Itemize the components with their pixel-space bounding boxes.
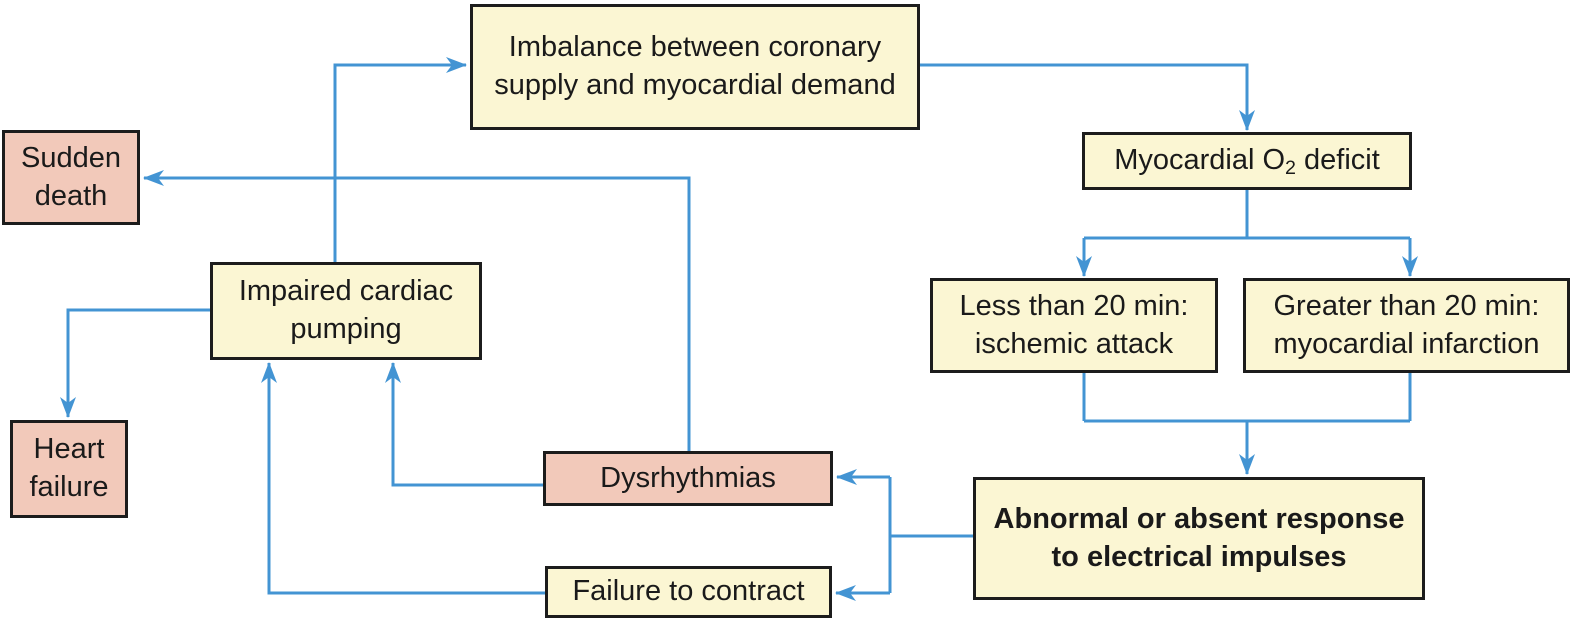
node-greater-than-label: Greater than 20 min: myocardial infarcti… bbox=[1273, 289, 1540, 360]
node-greater-than-20-min: Greater than 20 min: myocardial infarcti… bbox=[1243, 278, 1570, 373]
myocardial-o2-label-subscript: 2 bbox=[1285, 157, 1296, 180]
node-imbalance-label: Imbalance between coronary supply and my… bbox=[494, 31, 896, 101]
node-abnormal-response: Abnormal or absent response to electrica… bbox=[973, 477, 1425, 600]
edge-abnormal-branch-bar bbox=[888, 477, 973, 593]
node-heart-failure-label: Heart failure bbox=[29, 433, 109, 503]
node-failure-to-contract: Failure to contract bbox=[545, 566, 832, 618]
node-heart-failure: Heart failure bbox=[10, 420, 128, 518]
edge-impaired-to-imbalance bbox=[333, 57, 467, 263]
node-abnormal-response-label: Abnormal or absent response to electrica… bbox=[993, 502, 1405, 573]
myocardial-o2-label-suffix: deficit bbox=[1295, 144, 1380, 177]
edge-failure-contract-to-impaired bbox=[261, 362, 545, 595]
edge-impaired-to-heart-failure bbox=[60, 308, 212, 418]
node-sudden-death: Sudden death bbox=[2, 130, 140, 225]
node-sudden-death-label: Sudden death bbox=[21, 141, 121, 212]
node-less-than-label: Less than 20 min: ischemic attack bbox=[959, 289, 1189, 360]
edge-dysrhythmias-to-sudden-death bbox=[143, 170, 691, 451]
edge-dysrhythmias-to-impaired bbox=[385, 362, 543, 487]
edge-imbalance-to-myocardial-o2 bbox=[920, 63, 1255, 131]
node-myocardial-o2-label: Myocardial O2 deficit bbox=[1114, 142, 1380, 180]
node-myocardial-o2-deficit: Myocardial O2 deficit bbox=[1082, 132, 1412, 190]
node-dysrhythmias-label: Dysrhythmias bbox=[600, 461, 776, 494]
node-failure-to-contract-label: Failure to contract bbox=[572, 575, 805, 608]
node-impaired-label: Impaired cardiac pumping bbox=[238, 275, 454, 345]
node-imbalance: Imbalance between coronary supply and my… bbox=[470, 4, 920, 130]
node-dysrhythmias: Dysrhythmias bbox=[543, 451, 833, 506]
node-impaired-cardiac-pumping: Impaired cardiac pumping bbox=[210, 262, 482, 360]
edge-myocardial-o2-split-bar bbox=[1084, 190, 1410, 240]
node-less-than-20-min: Less than 20 min: ischemic attack bbox=[930, 278, 1218, 373]
myocardial-o2-label-prefix: Myocardial O bbox=[1114, 144, 1286, 177]
edge-merge-bar bbox=[1082, 373, 1412, 423]
